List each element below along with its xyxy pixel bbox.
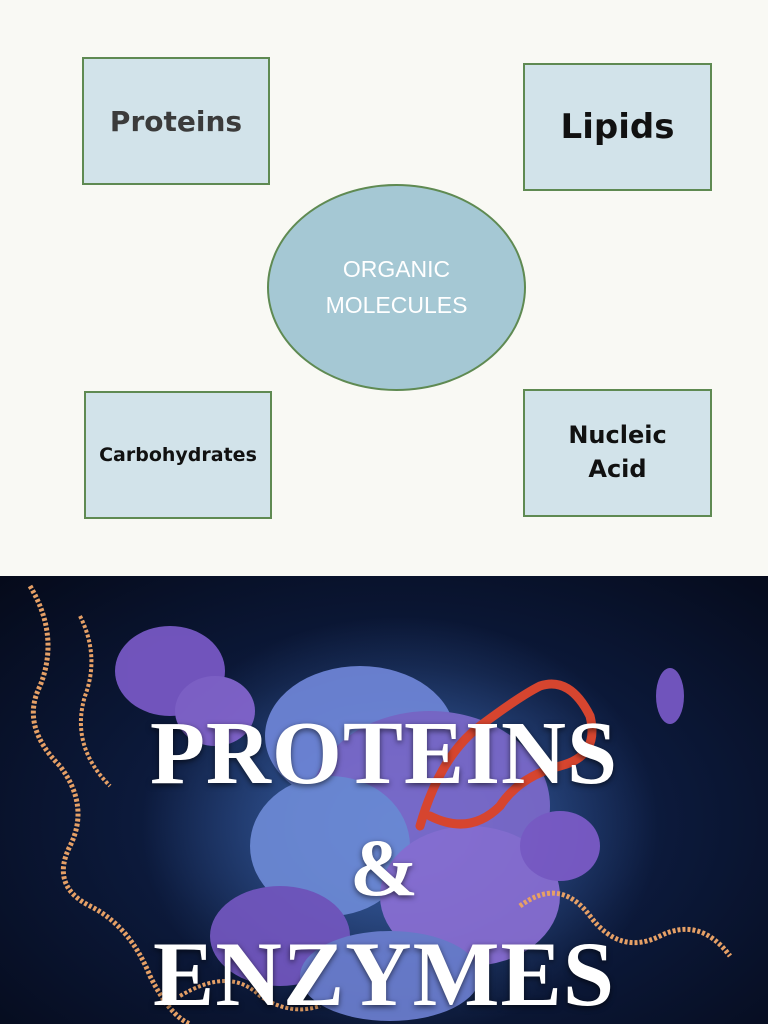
oval-label-line1: ORGANIC [342,255,451,282]
nucleic-label-line2: Acid [588,455,647,483]
carbohydrates-label: Carbohydrates [99,444,257,466]
nucleic-label-line1: Nucleic [568,421,667,450]
proteins-label: Proteins [109,104,243,138]
lipids-label: Lipids [560,107,675,147]
carbohydrates-box: Carbohydrates [84,391,272,519]
organic-molecules-oval: ORGANIC MOLECULES [267,184,526,391]
lipids-box: Lipids [523,63,712,191]
proteins-box: Proteins [82,57,270,185]
nucleic-acid-box: Nucleic Acid [523,389,712,517]
organic-molecules-slide: Proteins Lipids ORGANIC MOLECULES Carboh… [82,57,712,519]
protein-structure-illustration [27,584,732,1024]
proteins-enzymes-title-slide: PROTEINS & ENZYMES [0,576,768,1024]
title-enzymes: ENZYMES [153,923,615,1024]
title-ampersand: & [349,822,419,913]
title-proteins: PROTEINS [149,704,619,803]
oval-label-line2: MOLECULES [325,291,468,318]
